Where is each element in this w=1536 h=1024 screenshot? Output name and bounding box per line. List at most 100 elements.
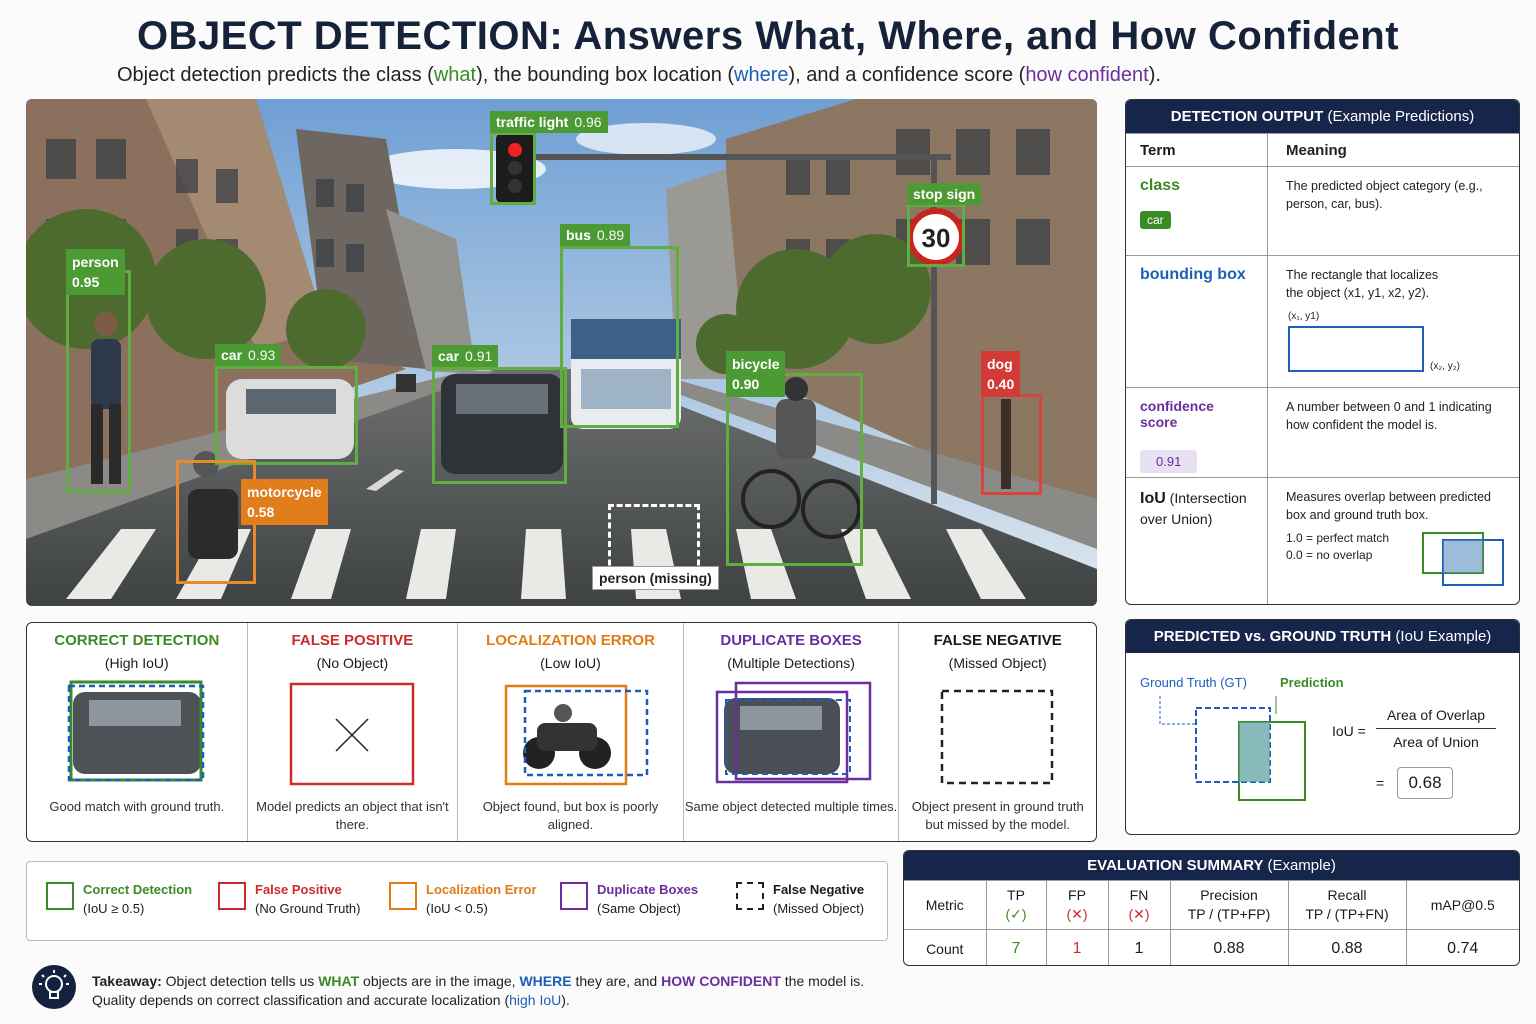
legend-dup-name: Duplicate Boxes	[597, 882, 699, 897]
correct-detection-icon	[67, 680, 205, 782]
col-term: Term	[1126, 134, 1268, 166]
iou-example-header: PREDICTED vs. GROUND TRUTH (IoU Example)	[1126, 620, 1519, 653]
error-correct: CORRECT DETECTION (High IoU) Good match …	[27, 623, 248, 841]
iou-overlap-diagram	[1159, 696, 1306, 801]
error-correct-desc: Good match with ground truth.	[49, 799, 225, 814]
legend-fn-swatch	[736, 882, 764, 910]
takeaway: Takeaway: Object detection tells us WHAT…	[32, 965, 932, 1015]
meaning-confidence: A number between 0 and 1 indicating how …	[1286, 400, 1492, 432]
error-dup-sub: (Multiple Detections)	[727, 655, 855, 671]
localization-error-icon	[504, 684, 649, 786]
eval-precision-value: 0.88	[1170, 929, 1289, 965]
legend-dup-note: (Same Object)	[597, 901, 681, 916]
error-localization: LOCALIZATION ERROR (Low IoU) Object foun…	[458, 623, 684, 841]
error-correct-title: CORRECT DETECTION	[54, 632, 220, 649]
error-false-positive: FALSE POSITIVE (No Object) Model predict…	[248, 623, 459, 841]
iou-equals: =	[1376, 775, 1385, 791]
bbox-example-rect	[1288, 326, 1424, 372]
legend-correct-swatch	[46, 882, 74, 910]
legend-fp-swatch	[218, 882, 246, 910]
meaning-bbox: The rectangle that localizes the object …	[1286, 268, 1439, 300]
legend-correct-name: Correct Detection	[83, 882, 193, 897]
evaluation-summary-panel: EVALUATION SUMMARY (Example) Metric TP(✓…	[903, 850, 1520, 966]
error-dup-title: DUPLICATE BOXES	[720, 632, 862, 649]
eval-head-map: mAP@0.5	[1406, 880, 1519, 930]
legend-correct: Correct Detection(IoU ≥ 0.5)	[46, 880, 192, 918]
prediction-label: Prediction	[1280, 675, 1344, 690]
dog-box[interactable]	[981, 394, 1042, 495]
detection-output-panel: DETECTION OUTPUT (Example Predictions) T…	[1125, 99, 1520, 605]
eval-map-value: 0.74	[1406, 929, 1519, 965]
person-box[interactable]	[66, 270, 131, 493]
legend-fn-name: False Negative	[773, 882, 865, 897]
error-fn-title: FALSE NEGATIVE	[933, 632, 1062, 649]
legend-false-positive: False Positive (No Ground Truth)	[218, 880, 361, 918]
error-dup-desc: Same object detected multiple times.	[684, 799, 898, 814]
missing-person-tag: person (missing)	[592, 566, 719, 590]
eval-recall-value: 0.88	[1288, 929, 1407, 965]
row-iou: IoU (Intersection over Union) Measures o…	[1126, 477, 1519, 604]
error-duplicate: DUPLICATE BOXES (Multiple Detections) Sa…	[684, 623, 900, 841]
confidence-chip: 0.91	[1140, 450, 1198, 473]
legend-false-negative: False Negative(Missed Object)	[736, 880, 864, 918]
car-left-box[interactable]	[215, 366, 358, 465]
eval-head-tp: TP(✓)	[986, 880, 1047, 930]
eval-row-label: Count	[904, 929, 987, 965]
traffic-light-box[interactable]	[490, 132, 536, 205]
meaning-class: The predicted object category (e.g., per…	[1286, 179, 1483, 211]
car-center-box[interactable]	[432, 367, 567, 484]
iou-formula-lhs: IoU =	[1332, 723, 1366, 739]
iou-numerator: Area of Overlap	[1376, 707, 1496, 729]
error-correct-sub: (High IoU)	[104, 655, 169, 671]
row-confidence: confidence score 0.91 A number between 0…	[1126, 387, 1519, 477]
iou-value: 0.68	[1397, 767, 1453, 799]
eval-head-fn: FN(✕)	[1108, 880, 1171, 930]
stop-sign-box[interactable]	[907, 204, 965, 267]
row-bbox: bounding box The rectangle that localize…	[1126, 255, 1519, 387]
term-iou: IoU	[1140, 490, 1166, 507]
legend-loc-note: (IoU < 0.5)	[426, 901, 488, 916]
bus-box[interactable]	[560, 246, 679, 428]
error-loc-title: LOCALIZATION ERROR	[486, 632, 655, 649]
detection-output-columns: Term Meaning	[1126, 133, 1519, 166]
error-loc-sub: (Low IoU)	[540, 655, 601, 671]
term-confidence: confidence score	[1140, 398, 1214, 430]
error-fp-sub: (No Object)	[316, 655, 389, 671]
error-types-panel: CORRECT DETECTION (High IoU) Good match …	[26, 622, 1097, 842]
page-title: OBJECT DETECTION: Answers What, Where, a…	[136, 14, 1400, 58]
row-class: class car The predicted object category …	[1126, 166, 1519, 255]
false-negative-icon	[941, 689, 1054, 785]
iou-denominator: Area of Union	[1393, 734, 1479, 750]
error-fp-title: FALSE POSITIVE	[291, 632, 414, 649]
error-fn-desc: Object present in ground truth but misse…	[911, 799, 1084, 832]
bicycle-box[interactable]	[726, 373, 863, 566]
error-false-negative: FALSE NEGATIVE (Missed Object) Object pr…	[899, 623, 1096, 841]
lightbulb-icon	[32, 965, 76, 1009]
legend-fp-note: (No Ground Truth)	[255, 901, 361, 916]
iou-perfect: 1.0 = perfect match	[1286, 531, 1390, 545]
legend-duplicate: Duplicate Boxes (Same Object)	[560, 880, 698, 918]
iou-example-panel: PREDICTED vs. GROUND TRUTH (IoU Example)…	[1125, 619, 1520, 835]
eval-fp-value: 1	[1046, 929, 1109, 965]
col-meaning: Meaning	[1286, 142, 1347, 159]
evaluation-summary-header: EVALUATION SUMMARY (Example)	[904, 851, 1519, 880]
term-iou-note: (Intersection over Union)	[1140, 490, 1247, 527]
eval-fn-value: 1	[1108, 929, 1171, 965]
eval-head-fp: FP(✕)	[1046, 880, 1109, 930]
eval-tp-value: 7	[986, 929, 1047, 965]
meaning-iou: Measures overlap between predicted box a…	[1286, 490, 1491, 522]
legend-fp-name: False Positive	[255, 882, 342, 897]
speed-sign-text: 30	[922, 223, 951, 253]
error-fp-desc: Model predicts an object that isn't ther…	[256, 799, 449, 832]
eval-head-metric: Metric	[904, 880, 987, 930]
